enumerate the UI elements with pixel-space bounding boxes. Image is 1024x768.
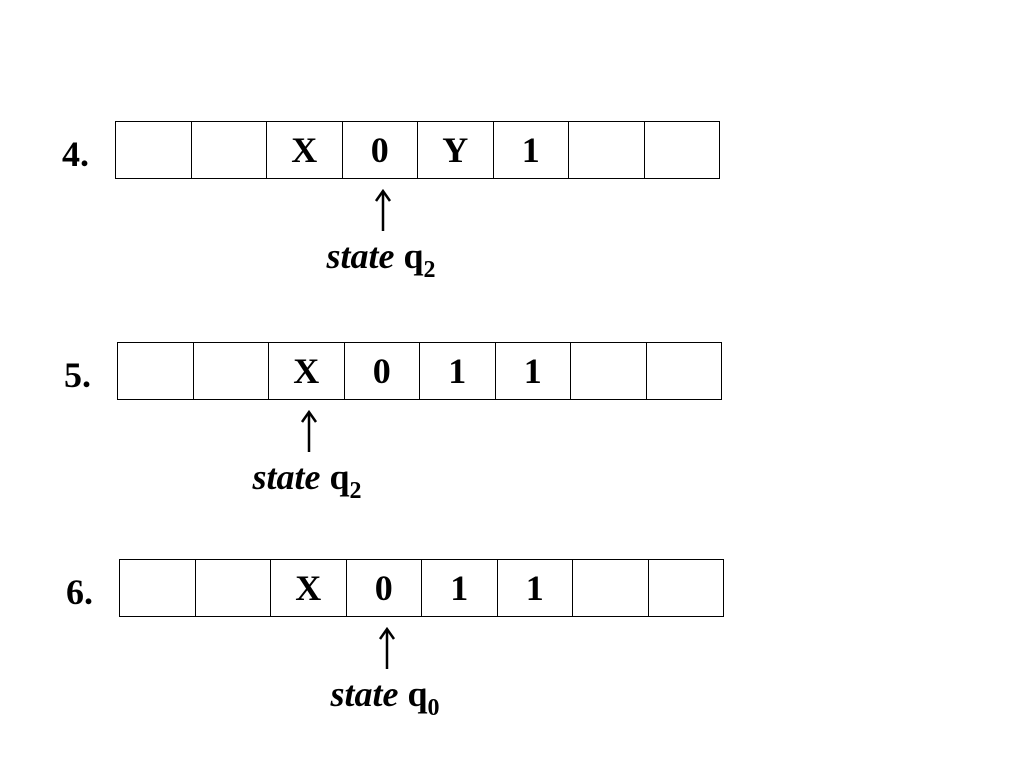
tape-cell: [192, 122, 267, 178]
tape-cell: 0: [343, 122, 418, 178]
state-name: q: [403, 236, 424, 276]
up-arrow-icon: [377, 626, 397, 670]
tape-cell: [569, 122, 645, 178]
state-subscript: 2: [423, 257, 436, 283]
state-word: state: [330, 674, 399, 714]
state-subscript: 2: [349, 478, 362, 504]
step-number: 5.: [64, 355, 91, 395]
tape-cell: [571, 343, 647, 399]
tape-cell: 1: [496, 343, 571, 399]
tape-cell: [649, 560, 724, 616]
tape-cell: [194, 343, 269, 399]
tape-cell: 1: [420, 343, 496, 399]
state-word: state: [252, 457, 321, 497]
tape-cell: 1: [498, 560, 573, 616]
tape-cell: 0: [347, 560, 422, 616]
tape-cell: 1: [422, 560, 498, 616]
state-word: state: [326, 236, 395, 276]
state-subscript: 0: [427, 695, 440, 721]
up-arrow-icon: [373, 188, 393, 232]
state-label: state q2: [326, 236, 436, 282]
tape-cell: [647, 343, 722, 399]
state-label: state q2: [252, 457, 362, 503]
up-arrow-icon: [299, 409, 319, 453]
state-label: state q0: [330, 674, 440, 720]
tape-cell: [116, 122, 192, 178]
tape-cell: [120, 560, 196, 616]
step-number: 6.: [66, 572, 93, 612]
tape-cell: 0: [345, 343, 420, 399]
tape-cell: 1: [494, 122, 569, 178]
tape-cell: [196, 560, 271, 616]
state-name: q: [329, 457, 350, 497]
tape-cell: X: [269, 343, 345, 399]
tape-cell: [573, 560, 649, 616]
state-name: q: [407, 674, 428, 714]
tape-cell: [645, 122, 720, 178]
tape-cell: Y: [418, 122, 494, 178]
tape-cell: X: [271, 560, 347, 616]
step-number: 4.: [62, 134, 89, 174]
tape-cell: [118, 343, 194, 399]
tape-cell: X: [267, 122, 343, 178]
